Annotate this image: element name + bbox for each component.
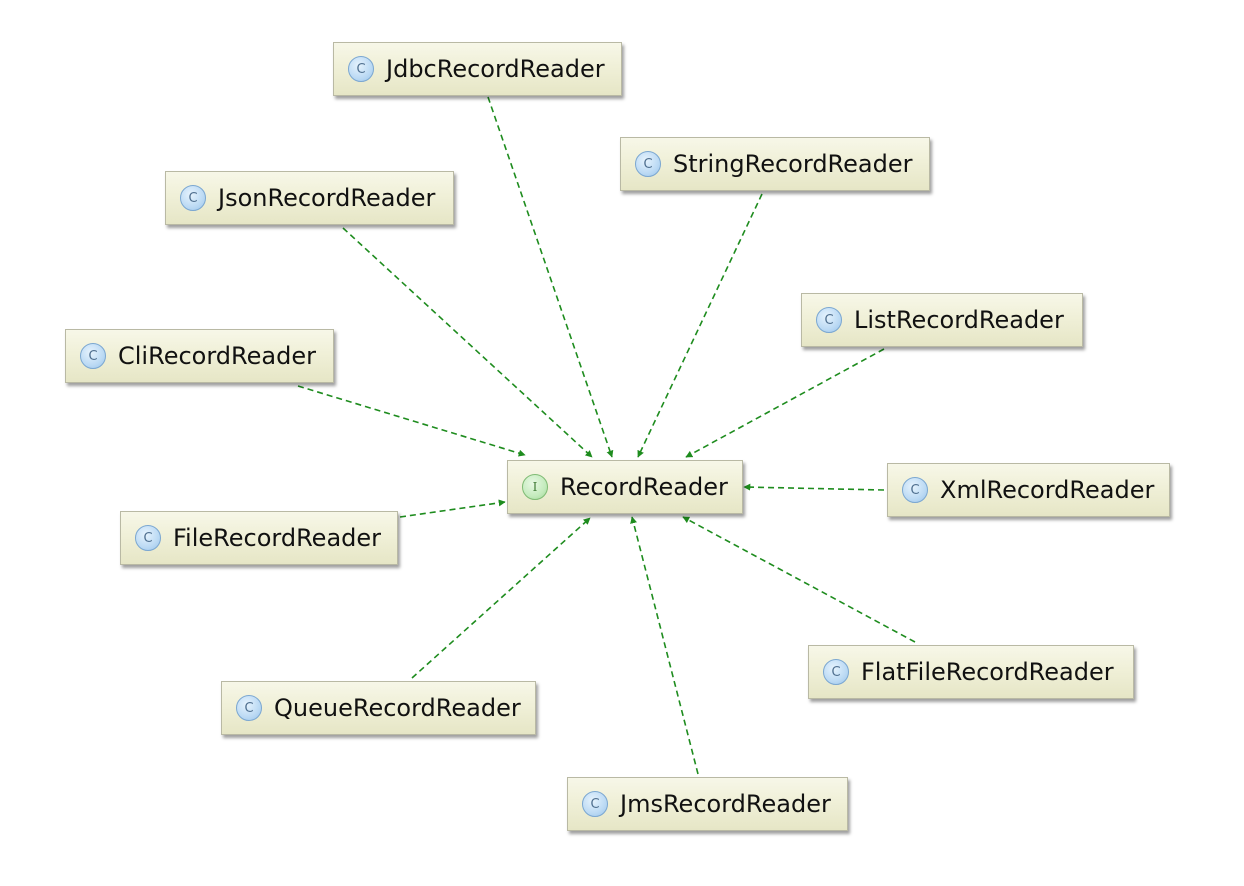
class-icon: C [348,56,374,82]
edge-queue [411,517,591,679]
node-label-flat-file-record-reader: FlatFileRecordReader [861,658,1114,686]
class-icon: C [180,185,206,211]
node-record-reader[interactable]: I RecordReader [507,460,743,514]
interface-icon: I [522,474,548,500]
node-json-record-reader[interactable]: C JsonRecordReader [165,171,454,225]
edge-file [399,499,506,518]
edge-json [342,227,593,458]
edge-string [637,193,763,458]
node-label-jdbc-record-reader: JdbcRecordReader [386,55,605,83]
class-icon: C [635,151,661,177]
node-string-record-reader[interactable]: C StringRecordReader [620,137,930,191]
node-label-xml-record-reader: XmlRecordReader [940,476,1155,504]
node-label-queue-record-reader: QueueRecordReader [274,694,521,722]
node-label-json-record-reader: JsonRecordReader [218,184,436,212]
node-label-jms-record-reader: JmsRecordReader [620,790,831,818]
edge-cli [297,385,526,457]
node-label-list-record-reader: ListRecordReader [854,306,1064,334]
class-icon: C [582,791,608,817]
node-queue-record-reader[interactable]: C QueueRecordReader [221,681,536,735]
edge-list [685,348,885,458]
node-file-record-reader[interactable]: C FileRecordReader [120,511,398,565]
node-label-string-record-reader: StringRecordReader [673,150,913,178]
node-cli-record-reader[interactable]: C CliRecordReader [65,329,334,383]
class-icon: C [823,659,849,685]
node-flat-file-record-reader[interactable]: C FlatFileRecordReader [808,645,1134,699]
node-list-record-reader[interactable]: C ListRecordReader [801,293,1083,347]
class-icon: C [236,695,262,721]
node-jdbc-record-reader[interactable]: C JdbcRecordReader [333,42,622,96]
node-jms-record-reader[interactable]: C JmsRecordReader [567,777,848,831]
class-icon: C [816,307,842,333]
class-icon: C [902,477,928,503]
node-label-cli-record-reader: CliRecordReader [118,342,316,370]
edge-jms [630,516,699,775]
edge-jdbc [487,96,614,458]
edge-xml [743,483,885,491]
node-label-file-record-reader: FileRecordReader [173,524,382,552]
edge-flatfile [682,516,916,643]
node-xml-record-reader[interactable]: C XmlRecordReader [887,463,1170,517]
class-icon: C [135,525,161,551]
node-label-record-reader: RecordReader [560,473,728,501]
class-icon: C [80,343,106,369]
